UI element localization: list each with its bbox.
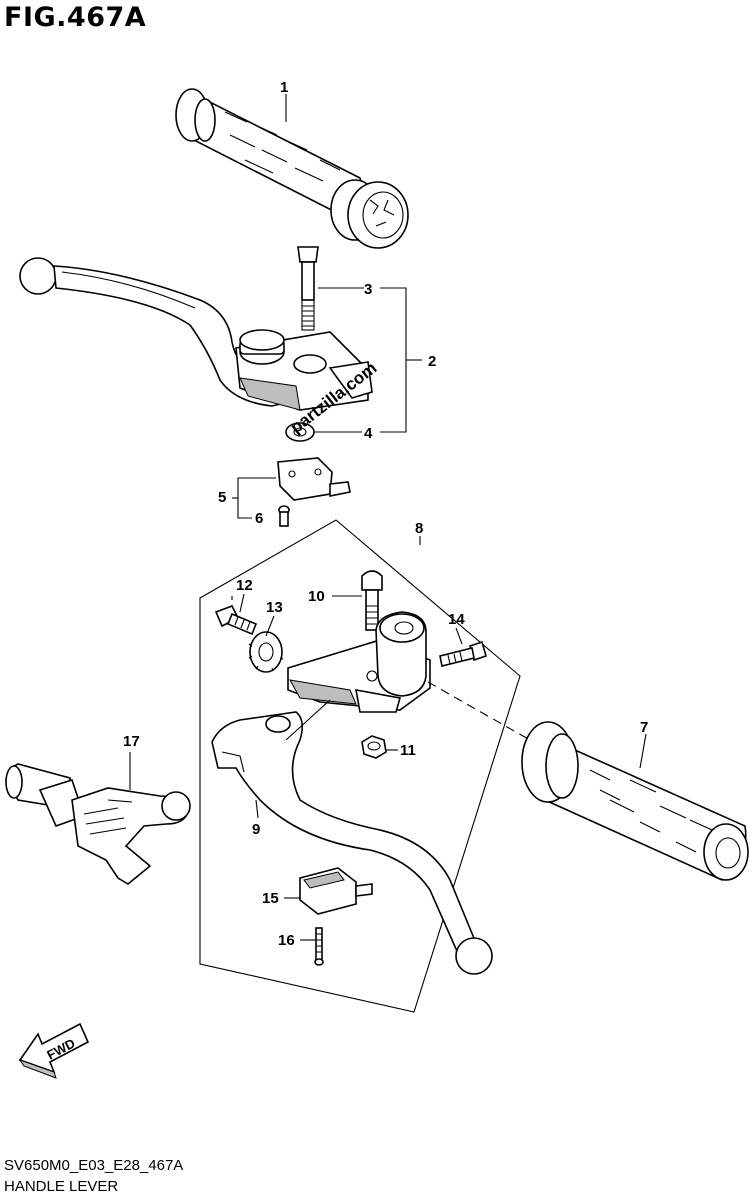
fwd-arrow-icon: FWD [18,1022,90,1079]
part-6-switch-screw[interactable] [278,505,290,527]
callout-6: 6 [255,510,263,527]
part-17-throttle-bracket[interactable] [5,763,191,885]
callout-8: 8 [415,520,423,537]
part-14-bolt[interactable] [439,640,487,667]
callout-5: 5 [218,489,226,506]
callout-16: 16 [278,932,295,949]
part-1-grip-top[interactable] [175,88,409,249]
part-10-bolt[interactable] [361,570,383,631]
callout-17: 17 [123,733,140,750]
figure-title: FIG.467A [4,2,147,33]
callout-11: 11 [400,742,416,759]
callout-14: 14 [448,611,465,628]
part-15-clutch-switch[interactable] [299,867,373,915]
part-4-nut[interactable] [285,422,315,442]
callout-15: 15 [262,890,279,907]
callout-9: 9 [252,821,260,838]
part-16-screw[interactable] [314,927,324,966]
part-7-grip-left[interactable] [521,721,749,881]
callout-3: 3 [364,281,372,298]
part-12-screw[interactable] [214,604,258,636]
centerline [427,681,531,741]
part-11-nut[interactable] [361,735,387,759]
part-5-brake-switch[interactable] [277,457,351,501]
figure-name: HANDLE LEVER [4,1178,119,1195]
callout-1: 1 [280,79,288,96]
part-13-washer[interactable] [248,631,284,673]
part-9-clutch-lever[interactable] [211,711,493,975]
part-3-pivot-bolt[interactable] [297,246,319,331]
figure-code: SV650M0_E03_E28_467A [4,1157,184,1174]
callout-2: 2 [428,353,436,370]
callout-10: 10 [308,588,325,605]
callout-7: 7 [640,719,648,736]
leader-lines [129,94,647,941]
assembly-8-boundary [199,519,521,1013]
part-8-lever-holder[interactable] [287,611,431,713]
callout-12: 12 [236,577,253,594]
callouts: 1 2 3 4 5 6 7 8 9 10 11 12 13 14 15 16 1… [123,79,648,949]
callout-13: 13 [266,599,283,616]
part-2-brake-lever[interactable] [19,257,373,411]
callout-4: 4 [364,425,373,442]
